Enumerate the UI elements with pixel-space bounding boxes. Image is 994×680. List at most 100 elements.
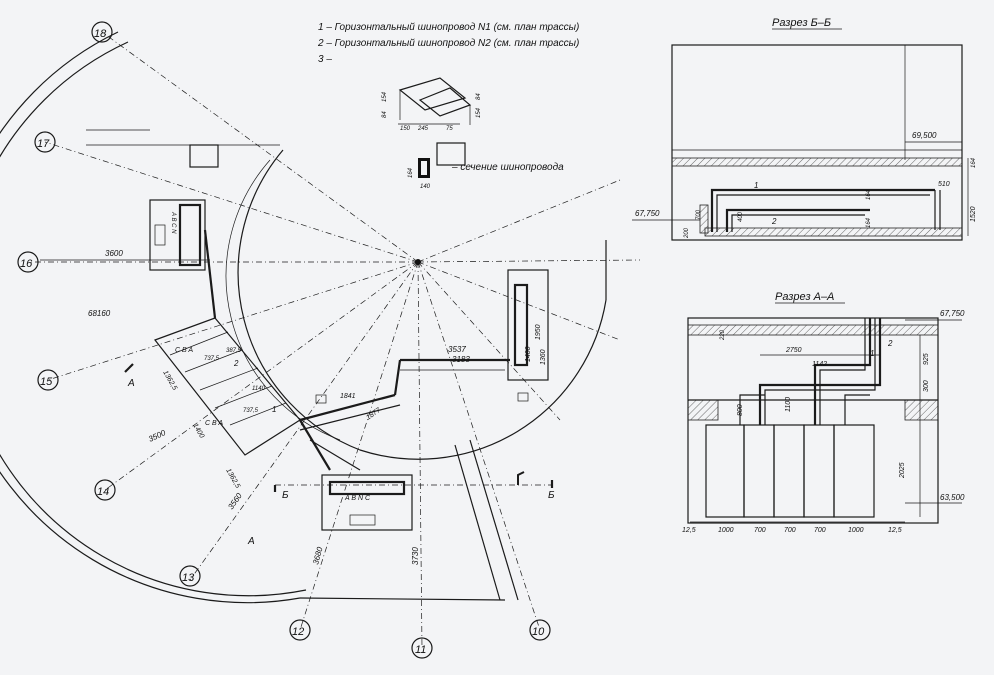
section-aa-dim-220: 220: [720, 329, 726, 341]
dim-1140: 1140: [252, 386, 266, 392]
cabinet-lower-inner: [349, 514, 376, 526]
cabinet-right: [507, 269, 549, 381]
dim-150: 150: [400, 126, 411, 132]
section-aa-dim-2750: 2750: [785, 347, 802, 354]
axis-10: 10: [532, 626, 545, 638]
section-aa-bus-2b: [819, 318, 866, 425]
section-aa-dim-12-a: 12,5: [682, 527, 696, 534]
plan-view: 18 17 16 15 14 13 12 11 10 A B C N A B N…: [0, 21, 641, 659]
section-bb-bus-2b: [731, 214, 865, 232]
section-aa-dim-1000-b: 1000: [848, 527, 864, 534]
dim-84-b: 84: [476, 93, 482, 100]
section-bb-bus-1: [710, 188, 935, 232]
axis-15: 15: [40, 376, 53, 388]
dim-3183: 3183: [452, 355, 470, 364]
section-aa-cabinets: [705, 424, 875, 518]
section-aa-dim-700-c: 700: [814, 527, 826, 534]
section-aa-dim-1000-a: 1000: [718, 527, 734, 534]
dim-1362-b: 1362,5: [224, 468, 241, 490]
wall-right: [469, 439, 519, 601]
dim-1950: 1950: [535, 324, 542, 340]
dim-3600: 3600: [105, 249, 123, 258]
cab-top-phases: A B C N: [170, 211, 176, 234]
section-aa-dim-12-b: 12,5: [888, 527, 902, 534]
busbar-detail: 84 154 154 84 150 245 75: [382, 77, 482, 132]
dim-154-a: 154: [382, 91, 388, 102]
section-aa: Разрез А–А 1 2 67,750 63,500 2750 1142: [682, 291, 965, 534]
dim-154-b: 154: [476, 107, 482, 118]
bus-duct-diagonal: [154, 229, 510, 471]
section-bb-slab-top: [671, 157, 963, 167]
section-bb-title: Разрез Б–Б: [772, 17, 831, 29]
cabinet-upper: [149, 199, 206, 271]
section-aa-dim-800: 800: [737, 404, 744, 416]
axis-11: 11: [415, 644, 426, 656]
legend-item-2: 2 – Горизонтальный шинопровод N2 (см. пл…: [317, 38, 579, 49]
inner-arc: [237, 149, 607, 460]
dim-3730: 3730: [411, 547, 420, 565]
dim-737-a: 737,5: [204, 356, 220, 362]
cabinet-lower-bus: [328, 480, 406, 496]
axis-16: 16: [20, 258, 33, 270]
section-bb-dim-164-b: 164: [866, 217, 872, 228]
wall-bottom: [299, 597, 506, 601]
axis-14: 14: [97, 486, 109, 498]
section-aa-bus-4: [844, 394, 870, 425]
section-bb-dim-510: 510: [938, 181, 950, 188]
axis-17: 17: [37, 138, 50, 150]
cut-b-left: Б: [282, 490, 289, 501]
inner-arc-2: [225, 159, 341, 441]
cut-a-tick: [124, 363, 134, 373]
hanger-2: [517, 392, 529, 402]
cab-bottom-phases: A B N C: [344, 495, 371, 502]
dim-1400-b: 1400: [191, 423, 205, 440]
section-bb: Разрез Б–Б 1 2 69,500 67,750 510 164 164…: [632, 17, 977, 241]
busbar-section-symbol: 164 140 – сечение шинопровода: [408, 158, 564, 190]
radial-axes: [28, 31, 641, 649]
legend-item-3: 3 –: [318, 54, 332, 65]
row2-phases: C B A: [205, 420, 223, 427]
section-bb-bus-2: [725, 208, 870, 232]
section-aa-elev-bottom: 63,500: [940, 493, 965, 502]
dim-164: 164: [408, 167, 414, 178]
section-aa-slab: [687, 324, 939, 336]
section-bb-dim-400: 400: [738, 211, 744, 222]
section-bb-wall: [699, 204, 709, 234]
section-bb-elev-bottom: 67,750: [635, 209, 660, 218]
section-aa-beam-left: [687, 399, 719, 421]
section-bb-elev-top: 69,500: [912, 131, 937, 140]
busbar-section-label: – сечение шинопровода: [451, 162, 564, 173]
section-bb-mark-1: 1: [754, 181, 758, 190]
axis-13: 13: [182, 572, 195, 584]
section-bb-floor: [704, 227, 963, 237]
section-aa-dim-1142: 1142: [812, 361, 827, 368]
section-bb-frame: [671, 44, 963, 241]
section-aa-dim-925: 925: [923, 353, 930, 365]
section-bb-dim-164-a: 164: [866, 189, 872, 200]
outer-arc: [0, 31, 301, 604]
row1-phases: C B A: [175, 347, 193, 354]
outer-arc-inner: [0, 41, 307, 597]
section-bb-dim-164-c: 164: [971, 157, 977, 168]
section-bb-bus-1b: [716, 194, 930, 232]
legend-item-1: 1 – Горизонтальный шинопровод N1 (см. пл…: [318, 22, 579, 33]
cabinet-upper-bus: [178, 203, 202, 267]
dim-84-a: 84: [382, 111, 388, 118]
blue-mark: [517, 471, 525, 485]
dim-1360: 1360: [540, 349, 547, 365]
dim-737-b: 737,5: [243, 408, 259, 414]
section-aa-dim-1100: 1100: [785, 397, 792, 412]
cabinet-upper-inner: [154, 224, 166, 246]
section-bb-dim-700: 700: [696, 209, 702, 220]
center-point: [415, 259, 421, 265]
section-aa-bus-3: [739, 394, 765, 425]
dim-387: 387,5: [226, 348, 242, 354]
dim-1877: 1877: [365, 406, 383, 421]
dim-3500: 3500: [147, 428, 167, 444]
axis-12: 12: [292, 626, 304, 638]
section-bb-mark-2: 2: [771, 217, 777, 226]
section-aa-dim-700-a: 700: [754, 527, 766, 534]
dim-1400: 1400: [525, 346, 532, 362]
wall-right-2: [454, 444, 501, 601]
